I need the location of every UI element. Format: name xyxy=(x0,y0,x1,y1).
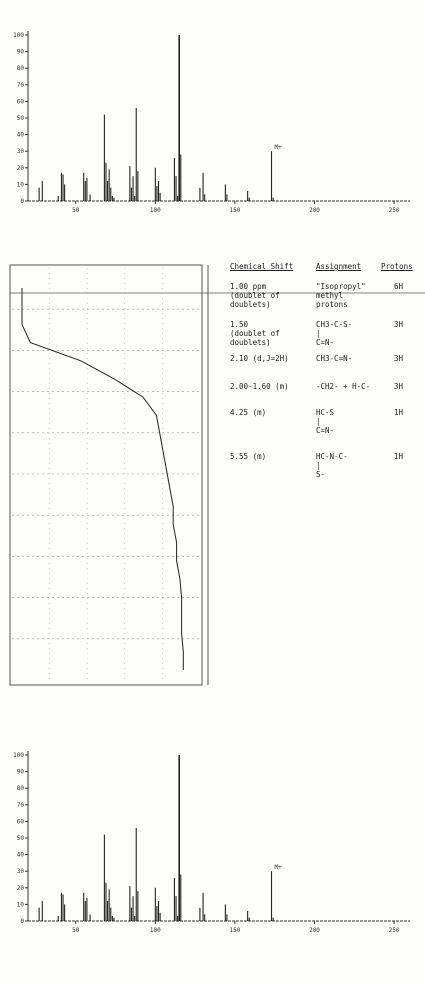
row-shift: 2.00-1.60 (m) xyxy=(230,382,289,391)
header-chemical-shift: Chemical Shift xyxy=(230,262,294,271)
ms-bottom-y-tick-label: 40 xyxy=(17,852,25,859)
ms-top-annotation: M+ xyxy=(275,144,283,151)
header-assignment: Assignment xyxy=(316,262,362,271)
row-assignment: CH3-C-S- | C=N- xyxy=(316,320,353,347)
header-protons: Protons xyxy=(381,262,413,271)
ms-top-y-tick-label: 90 xyxy=(17,49,25,56)
row-shift: 5.55 (m) xyxy=(230,452,267,461)
row-shift: 4.25 (m) xyxy=(230,408,267,417)
ms-top-y-tick-label: 80 xyxy=(17,65,25,72)
ms-top-y-tick-label: 20 xyxy=(17,165,25,172)
row-protons: 3H xyxy=(394,354,404,363)
row-shift: 1.00 ppm (doublet of doublets) xyxy=(230,282,280,309)
row-shift: 1.50 (doublet of doublets) xyxy=(230,320,280,347)
ms-bottom-y-tick-label: 30 xyxy=(17,868,25,875)
ms-bottom-y-tick-label: 50 xyxy=(17,835,25,842)
ms-top-x-tick-label: 50 xyxy=(72,207,80,214)
ms-bottom-y-tick-label: 60 xyxy=(17,818,25,825)
ms-bottom-y-tick-label: 80 xyxy=(17,785,25,792)
ms-top-y-tick-label: 60 xyxy=(17,98,25,105)
row-protons: 1H xyxy=(394,408,404,417)
row-assignment: HC-N-C- | S- xyxy=(316,452,348,479)
nmr-frame xyxy=(9,264,203,686)
ms-bottom-x-tick-label: 250 xyxy=(389,927,400,934)
ms-top-y-tick-label: 10 xyxy=(17,181,25,188)
ms-top-y-tick-label: 100 xyxy=(13,32,24,39)
ms-bottom-annotation: M+ xyxy=(275,864,283,871)
row-protons: 1H xyxy=(394,452,404,461)
ms-top-y-tick-label: 50 xyxy=(17,115,25,122)
ms-bottom-y-tick-label: 70 xyxy=(17,802,25,809)
ms-bottom-x-tick-label: 150 xyxy=(229,927,240,934)
row-protons: 3H xyxy=(394,320,404,329)
row-assignment: HC-S | C=N- xyxy=(316,408,335,435)
ms-bottom-y-tick-label: 90 xyxy=(17,769,25,776)
ms-top-y-tick-label: 70 xyxy=(17,82,25,89)
ms-bottom-y-tick-label: 100 xyxy=(13,752,24,759)
ms-bottom-x-tick-label: 50 xyxy=(72,927,80,934)
ms-bottom-y-tick-label: 0 xyxy=(20,918,24,925)
ms-bottom-y-tick-label: 20 xyxy=(17,885,25,892)
mass-spectrum-bottom: 0 10 20 30 40 50 60 70 80 90 100 50 100 150 200 250 M+ xyxy=(13,751,410,934)
nmr-spectrum xyxy=(9,264,425,686)
nmr-integral-trace xyxy=(21,288,184,670)
ms-top-x-tick-label: 100 xyxy=(150,207,161,214)
ms-bottom-y-tick-label: 10 xyxy=(17,901,25,908)
row-assignment: CH3-C=N- xyxy=(316,354,353,363)
row-protons: 3H xyxy=(394,382,404,391)
row-shift: 2.10 (d,J=2H) xyxy=(230,354,289,363)
row-assignment: -CH2- + H-C- xyxy=(316,382,371,391)
ms-top-y-tick-label: 40 xyxy=(17,132,25,139)
row-assignment: "Isopropyl" methyl protons xyxy=(316,282,366,309)
ms-bottom-x-tick-label: 100 xyxy=(150,927,161,934)
ms-top-x-tick-label: 150 xyxy=(229,207,240,214)
ms-top-y-tick-label: 30 xyxy=(17,148,25,155)
mass-spectrum-top: 0 10 20 30 40 50 60 70 80 90 100 50 100 150 200 250 M+ xyxy=(13,31,410,214)
ms-bottom-x-tick-label: 200 xyxy=(309,927,320,934)
ms-top-x-tick-label: 200 xyxy=(309,207,320,214)
nmr-grid xyxy=(12,268,200,680)
ms-top-y-tick-label: 0 xyxy=(20,198,24,205)
ms-top-x-tick-label: 250 xyxy=(389,207,400,214)
row-protons: 6H xyxy=(394,282,404,291)
